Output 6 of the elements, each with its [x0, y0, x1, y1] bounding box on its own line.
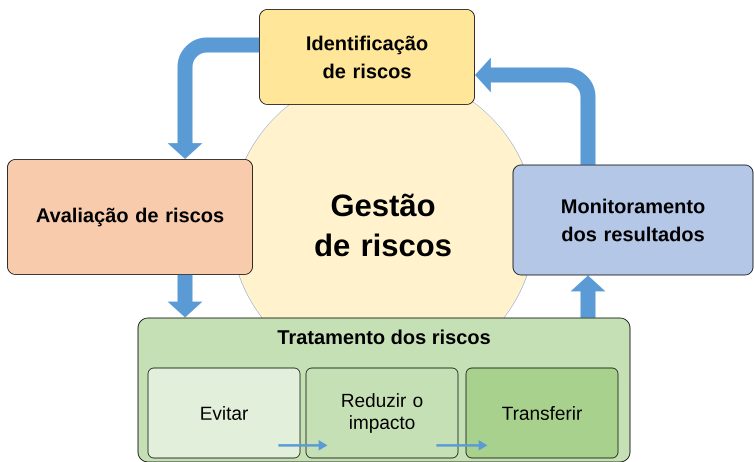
option-box: Transferir [466, 368, 618, 458]
process-box: Monitoramento dos resultados [512, 164, 754, 276]
process-box: Identificação de riscos [259, 9, 475, 105]
option-box: Reduzir o impacto [306, 368, 458, 458]
process-box: Avaliação de riscos [7, 159, 253, 275]
option-box: Evitar [148, 368, 300, 458]
